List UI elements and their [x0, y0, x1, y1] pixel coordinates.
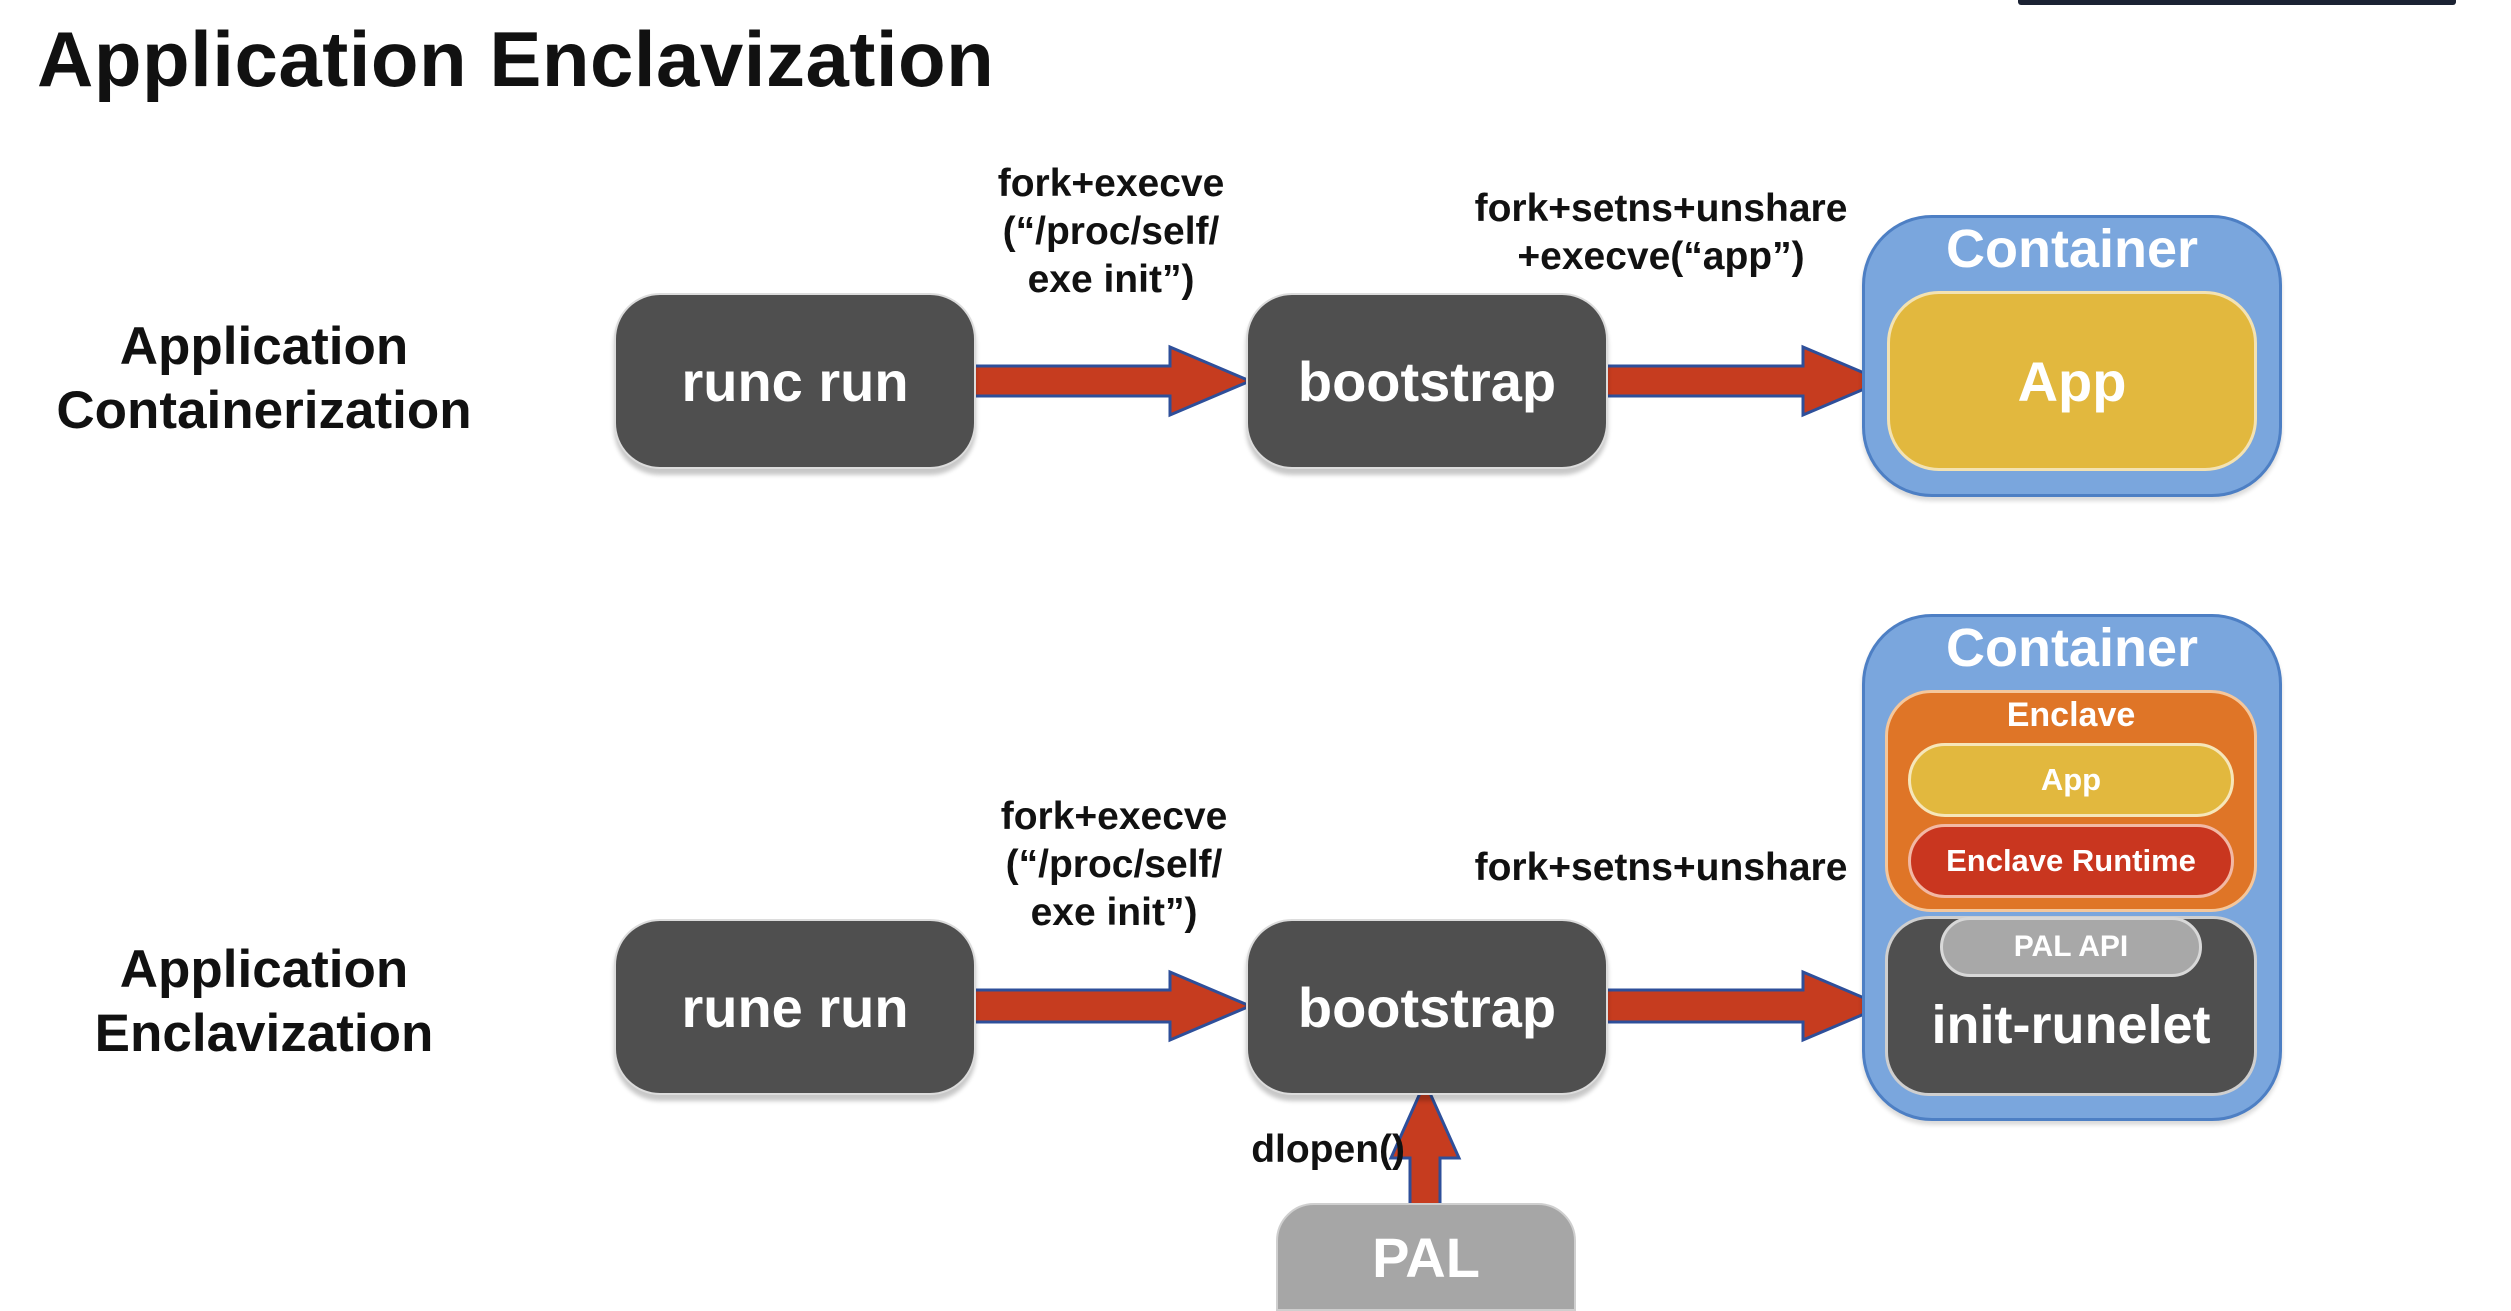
enclave-title: Enclave [2006, 696, 2136, 734]
pal-api-box: PAL API [1940, 917, 2202, 977]
edge-label-fork-setns-bottom: fork+setns+unshare [1421, 844, 1901, 892]
bootstrap-node-top: bootstrap [1246, 293, 1608, 469]
arrow-rune-to-bootstrap [970, 969, 1254, 1043]
row-label-containerization: Application Containerization [14, 315, 514, 443]
page-title: Application Enclavization [37, 15, 995, 103]
container-title-top: Container [1945, 219, 2199, 279]
runc-run-node: runc run [614, 293, 976, 469]
edge-label-line: dlopen() [1251, 1128, 1405, 1171]
enclave-runtime-box: Enclave Runtime [1908, 824, 2234, 898]
edge-label-line: fork+setns+unshare [1474, 187, 1848, 230]
bootstrap-node-bottom: bootstrap [1246, 919, 1608, 1095]
arrow-bootstrap-to-runelet [1603, 969, 1887, 1043]
arrow-runc-to-bootstrap [970, 344, 1254, 418]
app-box-top: App [1887, 291, 2257, 471]
edge-label-line: (“/proc/self/ [1005, 843, 1223, 886]
edge-label-line: (“/proc/self/ [1002, 210, 1220, 253]
edge-label-line: fork+execve [997, 162, 1225, 205]
edge-label-fork-execve-bottom: fork+execve (“/proc/self/ exe init”) [914, 793, 1314, 937]
edge-label-dlopen: dlopen() [1205, 1126, 1405, 1174]
rune-run-node: rune run [614, 919, 976, 1095]
edge-label-line: +execve(“app”) [1517, 235, 1805, 278]
arrow-bootstrap-to-app [1603, 344, 1887, 418]
edge-label-line: exe init”) [1027, 258, 1195, 301]
edge-label-line: exe init”) [1030, 891, 1198, 934]
edge-label-line: fork+execve [1000, 795, 1228, 838]
pal-node: PAL [1276, 1203, 1576, 1311]
container-title-bottom: Container [1945, 618, 2199, 678]
edge-label-fork-execve-top: fork+execve (“/proc/self/ exe init”) [911, 160, 1311, 304]
row-label-line: Application [119, 940, 409, 999]
arrow-pal-to-bootstrap [1388, 1078, 1462, 1207]
row-label-line: Enclavization [94, 1004, 434, 1063]
app-box-enclave: App [1908, 743, 2234, 817]
edge-label-fork-setns-top: fork+setns+unshare +execve(“app”) [1421, 185, 1901, 281]
init-runelet-label: init-runelet [1931, 995, 2211, 1055]
edge-label-line: fork+setns+unshare [1474, 846, 1848, 889]
top-edge-bar [2018, 0, 2456, 5]
row-label-line: Containerization [56, 381, 472, 440]
row-label-enclavization: Application Enclavization [14, 938, 514, 1066]
row-label-line: Application [119, 317, 409, 376]
